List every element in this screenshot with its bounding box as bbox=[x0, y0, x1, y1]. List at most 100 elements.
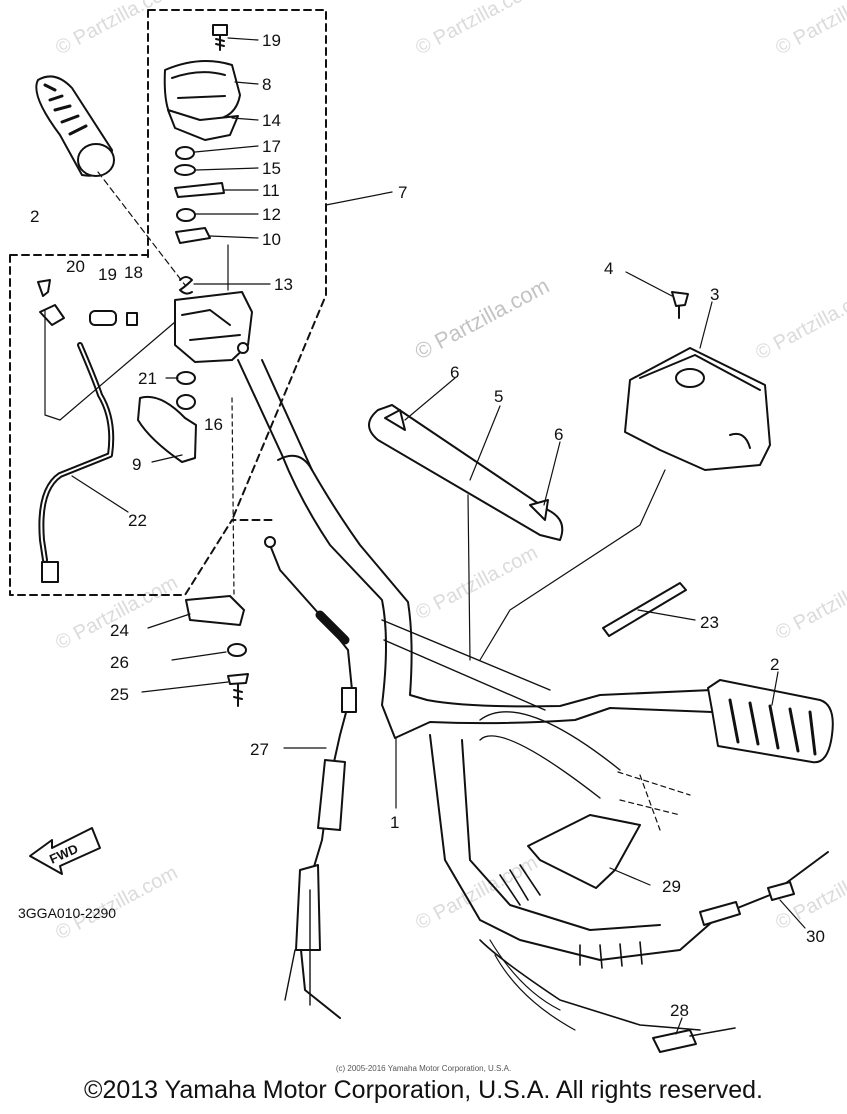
watermark: © Partzilla.com bbox=[772, 562, 847, 645]
callout-23: 23 bbox=[700, 613, 719, 632]
gasket-14 bbox=[167, 109, 239, 141]
leader-28 bbox=[675, 1017, 683, 1035]
pin-19 bbox=[89, 310, 117, 326]
cable-tie-23 bbox=[602, 582, 687, 637]
throttle-cable-27 bbox=[264, 536, 357, 1019]
lever-holder-24 bbox=[185, 595, 245, 626]
callout-17: 17 bbox=[262, 137, 281, 156]
leader-10 bbox=[209, 235, 259, 239]
washer-12 bbox=[176, 208, 196, 222]
callout-13: 13 bbox=[274, 275, 293, 294]
bolt-25 bbox=[227, 673, 249, 707]
plate-10 bbox=[175, 227, 211, 244]
callout-22: 22 bbox=[128, 511, 147, 530]
housing-leader-line bbox=[479, 469, 666, 661]
callout-3: 3 bbox=[710, 285, 719, 304]
leader-24 bbox=[147, 613, 191, 629]
callout-7: 7 bbox=[398, 183, 407, 202]
callout-10: 10 bbox=[262, 230, 281, 249]
bracket-lines-22 bbox=[44, 309, 176, 421]
washer-16 bbox=[176, 394, 196, 410]
spring-13 bbox=[179, 276, 193, 295]
callout-12: 12 bbox=[262, 205, 281, 224]
tube-leader-line bbox=[467, 494, 471, 661]
leader-6b bbox=[543, 441, 561, 506]
left-grip bbox=[35, 75, 115, 177]
watermark: © Partzilla.com bbox=[772, 0, 847, 59]
leader-29 bbox=[609, 867, 651, 886]
copyright-notice: ©2013 Yamaha Motor Corporation, U.S.A. A… bbox=[84, 1076, 763, 1104]
lever-ghost-lines bbox=[617, 771, 691, 831]
sensor-28-wire bbox=[689, 1027, 736, 1037]
watermark: © Partzilla.com bbox=[52, 0, 181, 59]
callout-9: 9 bbox=[132, 455, 141, 474]
callout-6: 6 bbox=[450, 363, 459, 382]
leader-25 bbox=[141, 681, 229, 693]
throttle-cover-8 bbox=[163, 60, 241, 123]
callout-11: 11 bbox=[262, 181, 280, 200]
leader-9 bbox=[151, 454, 183, 463]
callout-18: 18 bbox=[124, 263, 143, 282]
fwd-arrow bbox=[29, 827, 101, 875]
callout-labels: 19 8 14 17 15 11 12 10 7 13 2 20 19 18 2… bbox=[18, 31, 825, 1020]
leader-5 bbox=[469, 405, 501, 481]
dashed-box-throttle-housing bbox=[147, 9, 327, 521]
callout-6: 6 bbox=[554, 425, 563, 444]
leader-3 bbox=[699, 301, 713, 349]
leader-7 bbox=[325, 191, 393, 206]
callout-2: 2 bbox=[30, 207, 39, 226]
watermark: © Partzilla.com bbox=[52, 862, 181, 945]
callout-26: 26 bbox=[110, 653, 129, 672]
throttle-tube-5 bbox=[368, 404, 564, 541]
dashed-box-lever-assembly bbox=[9, 254, 276, 596]
leader-19a bbox=[227, 37, 259, 41]
throttle-lever-11 bbox=[174, 182, 225, 198]
callout-19: 19 bbox=[262, 31, 281, 50]
throttle-housing-body bbox=[174, 291, 253, 363]
leader-26 bbox=[171, 651, 227, 661]
callout-24: 24 bbox=[110, 621, 129, 640]
right-grip bbox=[707, 679, 834, 764]
grip-alignment-line bbox=[97, 171, 186, 286]
callout-16: 16 bbox=[204, 415, 223, 434]
watermark: © Partzilla.com bbox=[52, 572, 181, 655]
screw-20 bbox=[37, 279, 51, 297]
callout-14: 14 bbox=[262, 111, 281, 130]
leader-15 bbox=[195, 167, 259, 171]
switch-housing-3 bbox=[624, 347, 771, 471]
leader-22 bbox=[71, 475, 129, 513]
leader-2b bbox=[771, 671, 779, 706]
cable-22-inner bbox=[40, 344, 113, 561]
washer-15 bbox=[174, 164, 196, 176]
outer-hose-line bbox=[489, 939, 576, 1031]
cable-assembly-30 bbox=[429, 734, 829, 969]
callout-1: 1 bbox=[390, 813, 399, 832]
sensor-28 bbox=[652, 1029, 697, 1053]
screw-4 bbox=[671, 291, 689, 319]
diagram-code: 3GGA010-2290 bbox=[18, 905, 116, 921]
watermark: © Partzilla.com bbox=[411, 273, 554, 365]
leader-6a bbox=[404, 377, 456, 421]
watermark: © Partzilla.com bbox=[412, 852, 541, 935]
leader-4 bbox=[625, 271, 673, 297]
callout-30: 30 bbox=[806, 927, 825, 946]
callout-20: 20 bbox=[66, 257, 85, 276]
bracket-part bbox=[39, 304, 65, 326]
washer-21 bbox=[176, 371, 196, 385]
cable-end-22 bbox=[41, 561, 59, 583]
callout-28: 28 bbox=[670, 1001, 689, 1020]
callout-4: 4 bbox=[604, 259, 613, 278]
watermark: © Partzilla.com bbox=[412, 542, 541, 625]
handlebar-1 bbox=[237, 359, 713, 739]
nut-17 bbox=[175, 146, 195, 160]
callout-5: 5 bbox=[494, 387, 503, 406]
callout-25: 25 bbox=[110, 685, 129, 704]
watermark: © Partzilla.com bbox=[752, 282, 847, 365]
washer-26 bbox=[227, 643, 247, 657]
watermark: © Partzilla.com bbox=[412, 0, 541, 59]
callout-27: 27 bbox=[250, 740, 269, 759]
callout-29: 29 bbox=[662, 877, 681, 896]
callout-15: 15 bbox=[262, 159, 281, 178]
callout-2: 2 bbox=[770, 655, 779, 674]
